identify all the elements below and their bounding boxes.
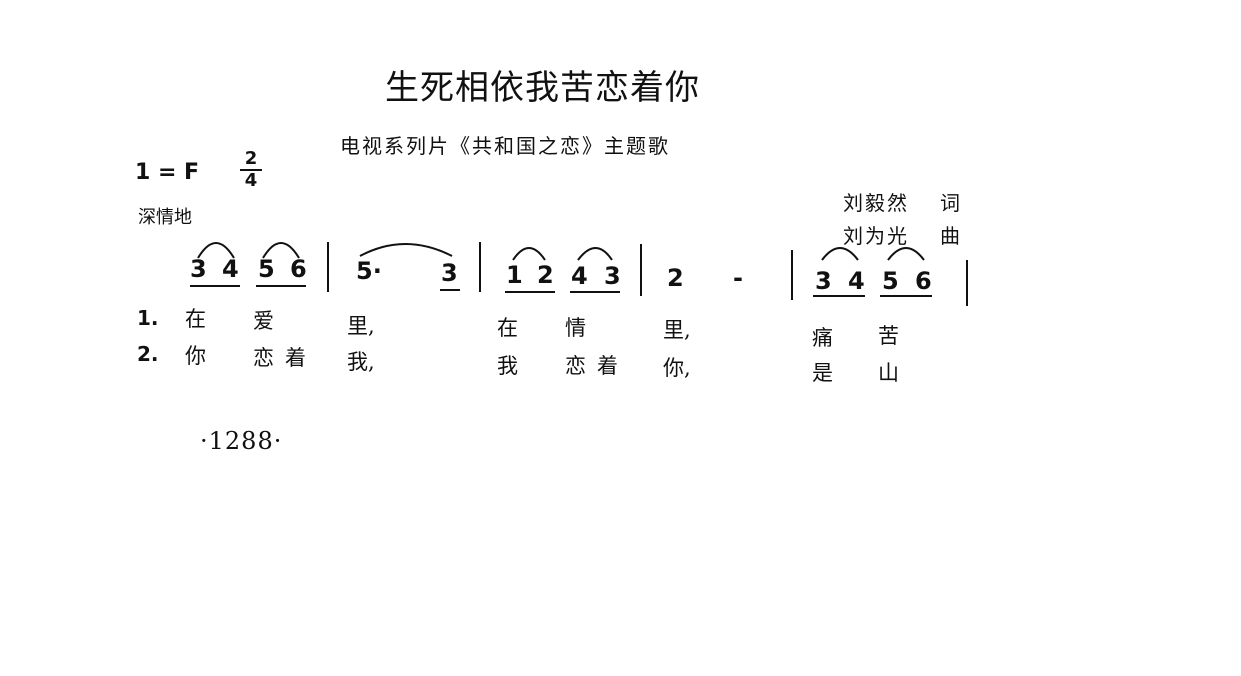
slur	[821, 247, 859, 261]
note: 2	[537, 261, 554, 289]
lyric: 是	[812, 361, 833, 385]
lyric: 着	[597, 354, 618, 378]
key-signature: 1 = F	[135, 160, 200, 185]
note: 5	[882, 267, 899, 295]
slur	[887, 247, 925, 261]
lyric: 恋	[565, 354, 586, 378]
note: 3	[604, 262, 621, 290]
note: 4	[848, 267, 865, 295]
time-signature-bottom: 4	[244, 170, 258, 191]
lyric: 爱	[253, 309, 274, 333]
note: -	[733, 264, 743, 292]
time-signature: 2 4	[240, 150, 262, 190]
verse-number: 1.	[137, 306, 159, 330]
slur	[512, 247, 546, 261]
lyric: 山	[878, 361, 899, 385]
lyric: 痛	[812, 326, 833, 350]
lyric: 你	[185, 344, 206, 368]
lyric: 在	[185, 307, 206, 331]
note: 2	[667, 264, 684, 292]
lyric: 你,	[663, 356, 691, 380]
note: 5·	[356, 257, 382, 285]
lyricist-name: 刘毅然	[843, 191, 909, 215]
slur	[262, 242, 300, 259]
lyric: 我,	[347, 350, 375, 374]
note: 4	[571, 262, 588, 290]
lyric: 情	[565, 316, 586, 340]
page-number: ·1288·	[200, 427, 283, 455]
composer-name: 刘为光	[843, 224, 909, 248]
time-signature-top: 2	[244, 148, 258, 169]
verse-number: 2.	[137, 342, 159, 366]
lyric: 在	[497, 316, 518, 340]
lyric: 着	[285, 346, 306, 370]
note: 1	[506, 261, 523, 289]
note: 3	[190, 255, 207, 283]
note: 3	[815, 267, 832, 295]
lyric: 恋	[253, 346, 274, 370]
lyric: 我	[497, 354, 518, 378]
song-title: 生死相依我苦恋着你	[385, 68, 700, 108]
lyricist-role: 词	[940, 191, 962, 215]
slur	[359, 243, 453, 257]
note: 6	[290, 255, 307, 283]
slur	[577, 247, 613, 261]
note: 4	[222, 255, 239, 283]
time-signature-bar	[240, 169, 262, 171]
lyric: 里,	[347, 314, 375, 338]
note: 6	[915, 267, 932, 295]
tempo-marking: 深情地	[138, 207, 192, 228]
lyric: 里,	[663, 318, 691, 342]
song-subtitle: 电视系列片《共和国之恋》主题歌	[340, 134, 670, 158]
note: 3	[441, 259, 458, 287]
slur	[197, 242, 235, 259]
composer-role: 曲	[940, 224, 962, 248]
lyric: 苦	[878, 324, 899, 348]
note: 5	[258, 255, 275, 283]
